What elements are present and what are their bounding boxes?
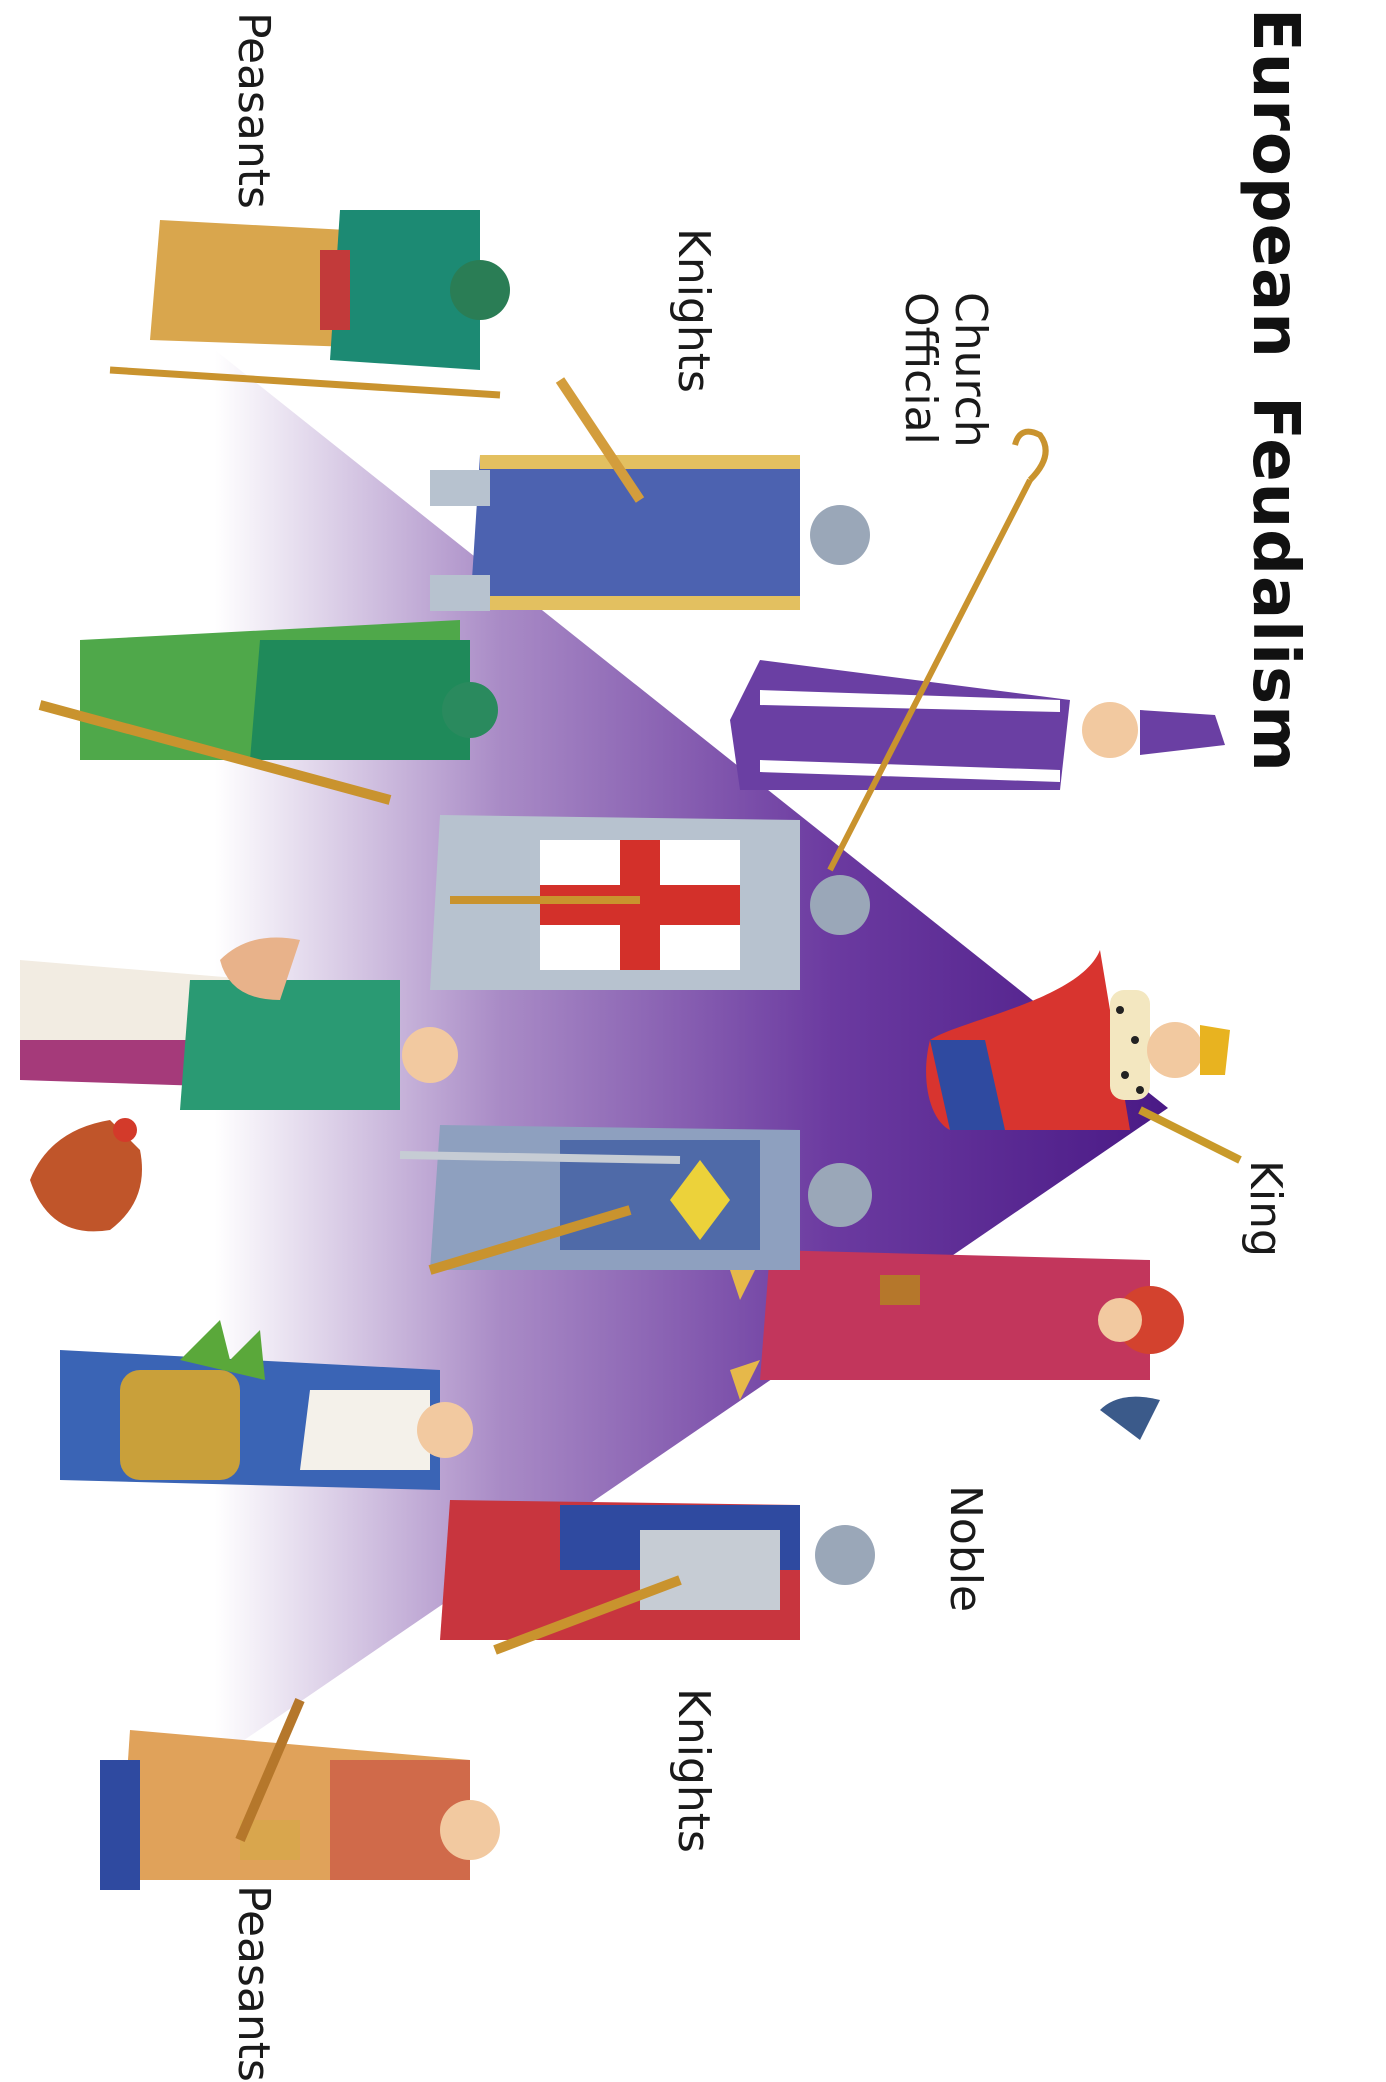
noble-figure <box>730 1250 1184 1440</box>
label-church-official-line1: Church <box>945 292 995 448</box>
peasant-figure <box>110 210 510 395</box>
page-title: European Feudalism <box>1238 8 1312 773</box>
label-church-official-line2: Official <box>895 292 945 448</box>
label-king: King <box>1240 1160 1290 1257</box>
label-knights-bottom: Knights <box>668 1688 718 1853</box>
label-peasants-top: Peasants <box>228 12 278 209</box>
label-noble: Noble <box>940 1485 990 1612</box>
knight-figure <box>440 1500 875 1650</box>
label-knights-top: Knights <box>668 228 718 393</box>
church-official-figure <box>730 432 1225 870</box>
rooster-icon <box>30 1118 142 1231</box>
knight-figure <box>430 380 870 611</box>
peasant-figure <box>100 1700 500 1890</box>
label-church-official: Church Official <box>895 292 995 448</box>
label-peasants-bottom: Peasants <box>228 1885 278 2082</box>
